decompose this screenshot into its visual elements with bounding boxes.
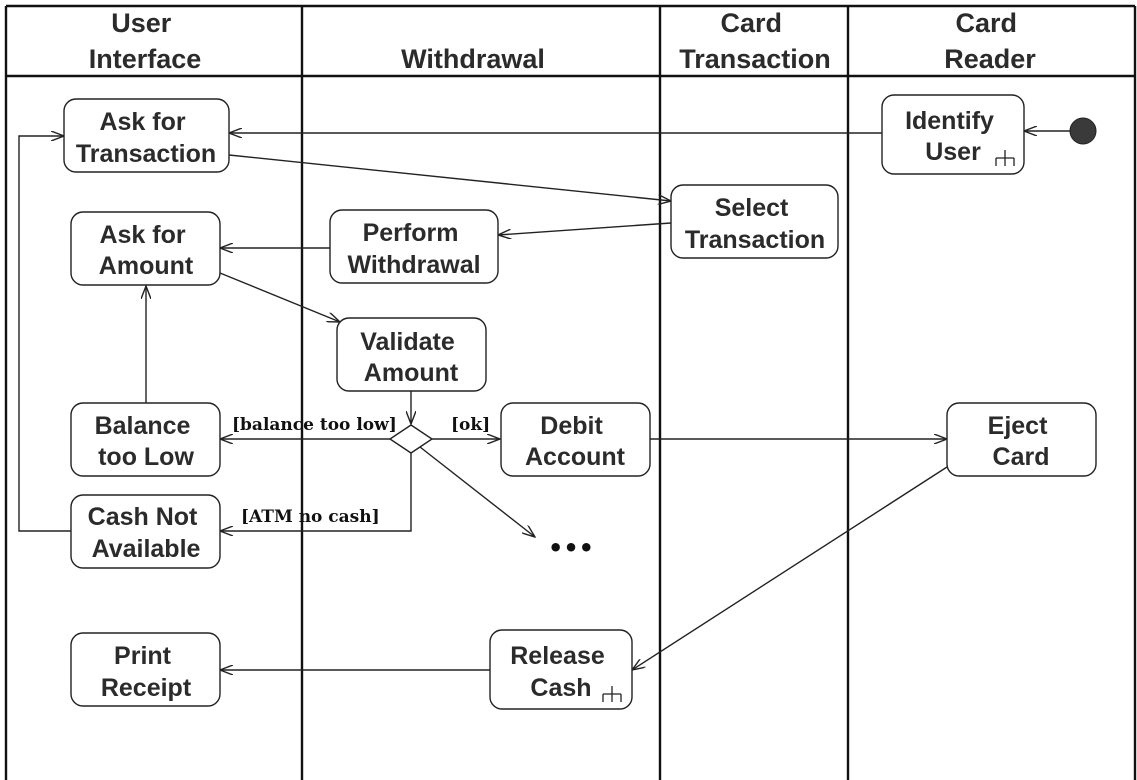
action-label-line: Eject (988, 412, 1048, 440)
action-label-line: Amount (364, 359, 459, 387)
action-label: Validate Amount (360, 328, 461, 387)
edge-select-transaction-to-perform-withdrawal (498, 222, 672, 235)
action-label-line: Cash Not (88, 503, 198, 531)
lane-header-line: Card (720, 8, 782, 38)
decision-node (388, 424, 434, 454)
action-print-receipt: Print Receipt (70, 632, 221, 707)
edge-decision-to-continuation (419, 446, 535, 537)
action-release-cash: Release Cash (489, 629, 633, 710)
guard-balance-too-low: [balance too low] (232, 415, 397, 435)
action-label: Debit Account (525, 412, 626, 471)
lane-header-line: Transaction (679, 44, 831, 74)
action-label-line: Perform (363, 219, 459, 247)
action-label-line: Validate (360, 328, 455, 356)
lane-header-line: User (111, 8, 172, 38)
guard-ok: [ok] (451, 415, 490, 435)
edge-ask-amount-to-validate-amount (219, 272, 340, 322)
action-perform-withdrawal: Perform Withdrawal (329, 209, 499, 284)
action-label-line: Account (525, 443, 626, 471)
action-label-line: Select (715, 194, 789, 222)
action-cash-not-available: Cash Not Available (70, 494, 221, 569)
action-validate-amount: Validate Amount (336, 317, 487, 392)
action-label: Identify User (905, 107, 1001, 166)
action-label-line: Identify (905, 107, 994, 135)
action-label: Select Transaction (685, 194, 825, 254)
action-label-line: too Low (98, 443, 194, 471)
action-label: Perform Withdrawal (347, 219, 480, 279)
action-label-line: Ask for (99, 221, 185, 249)
subactivity-rake-icon (602, 686, 622, 702)
action-label: Cash Not Available (88, 503, 205, 563)
swimlane-frame (4, 4, 1137, 780)
action-label-line: Ask for (99, 108, 185, 136)
edge-eject-card-to-release-cash (632, 466, 948, 670)
action-label-line: Withdrawal (347, 251, 480, 279)
guard-atm-no-cash: [ATM no cash] (241, 507, 380, 527)
action-balance-too-low: Balance too Low (70, 402, 221, 477)
action-label-line: Balance (95, 412, 191, 440)
action-label-line: Receipt (101, 674, 192, 702)
action-label: Ask for Transaction (76, 108, 216, 168)
action-label-line: Print (114, 642, 172, 670)
action-ask-for-transaction: Ask for Transaction (63, 98, 230, 173)
lane-header-line: Reader (944, 44, 1036, 74)
continuation-ellipsis: ••• (548, 534, 594, 562)
subactivity-rake-icon (995, 150, 1015, 166)
action-label-line: Cash (530, 674, 591, 702)
lane-header-user-interface: User Interface (89, 8, 202, 74)
action-ask-for-amount: Ask for Amount (70, 211, 221, 286)
action-label-line: Amount (99, 252, 194, 280)
action-debit-account: Debit Account (500, 402, 651, 477)
action-label-line: Transaction (685, 226, 825, 254)
lane-header-card-reader: Card Reader (944, 8, 1036, 74)
action-label: Balance too Low (95, 412, 198, 471)
action-label: Print Receipt (101, 642, 192, 702)
edges (18, 131, 1070, 670)
lane-header-line: Interface (89, 44, 202, 74)
lane-header-withdrawal: Withdrawal (401, 44, 545, 74)
initial-node (1069, 117, 1097, 145)
edge-cash-not-available-to-ask-transaction (18, 136, 71, 532)
action-label-line: Transaction (76, 140, 216, 168)
action-eject-card: Eject Card (946, 402, 1097, 477)
action-label-line: User (925, 138, 981, 166)
lane-header-line: Card (955, 8, 1017, 38)
action-identify-user: Identify User (881, 94, 1025, 175)
action-select-transaction: Select Transaction (670, 184, 839, 259)
action-label-line: Available (92, 535, 201, 563)
edge-decision-to-cash-not-available (220, 452, 412, 531)
action-label: Eject Card (988, 412, 1055, 471)
lane-header-line: Withdrawal (401, 44, 545, 74)
lane-header-card-transaction: Card Transaction (679, 8, 831, 74)
action-label-line: Card (993, 443, 1050, 471)
action-label-line: Debit (540, 412, 603, 440)
edge-ask-transaction-to-select-transaction (228, 154, 671, 201)
action-label-line: Release (510, 642, 605, 670)
action-label: Release Cash (510, 642, 611, 702)
action-label: Ask for Amount (99, 221, 194, 280)
